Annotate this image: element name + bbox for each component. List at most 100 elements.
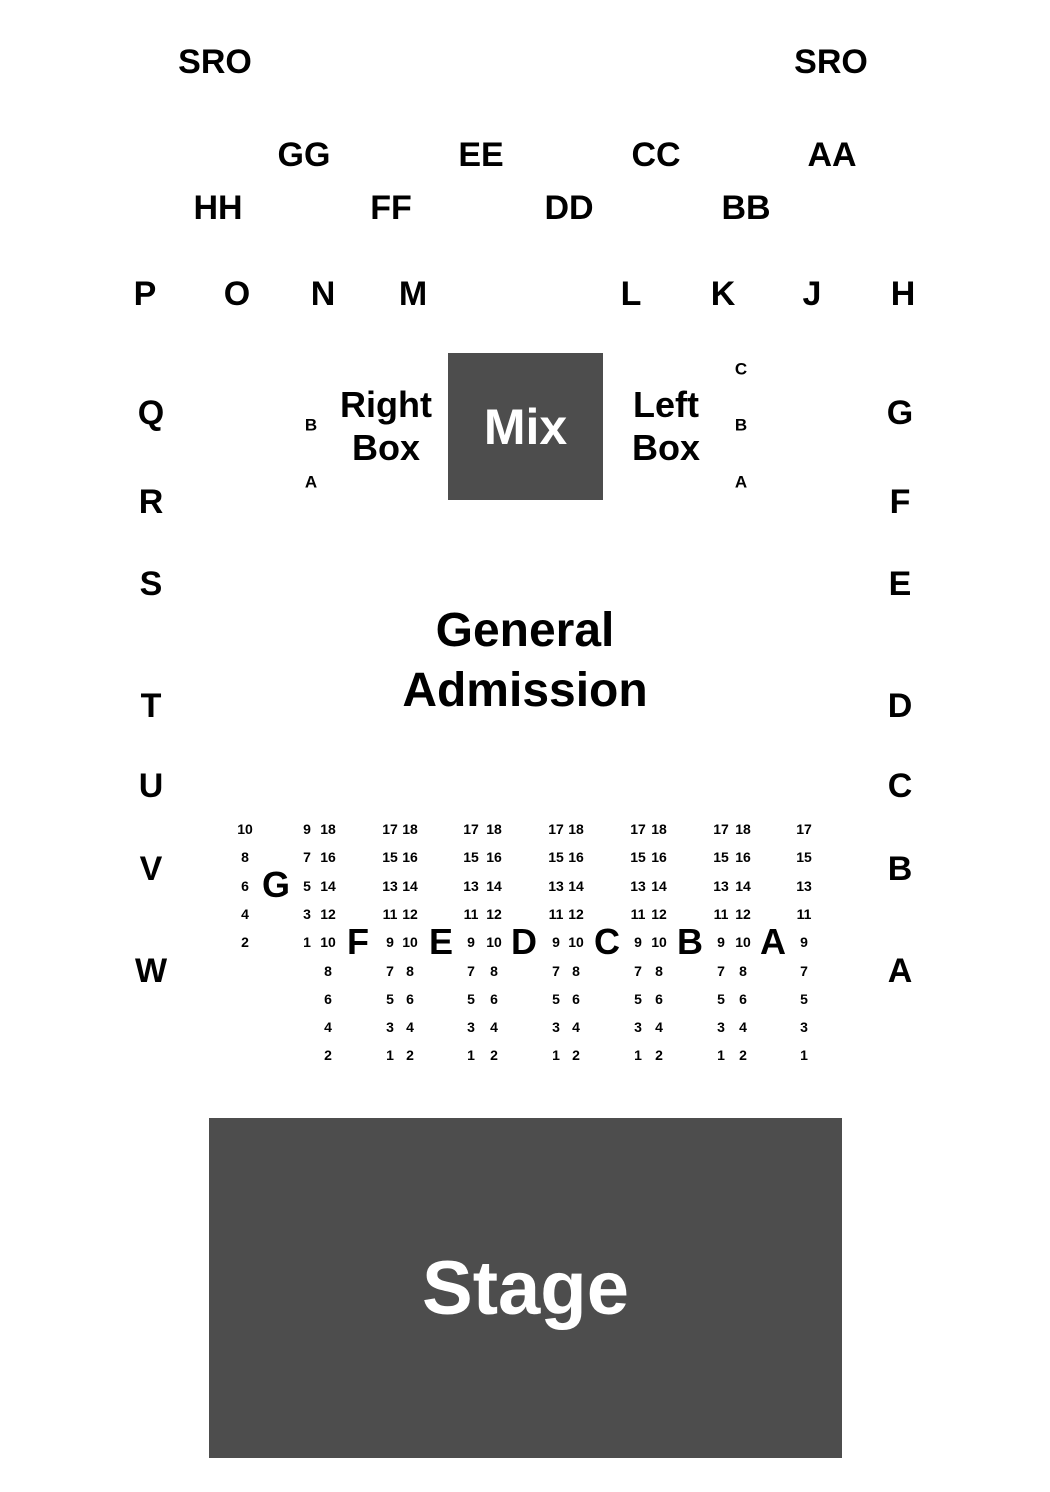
seat-d-odd-number[interactable]: 1 <box>467 1047 475 1064</box>
left-box-row-b[interactable]: B <box>734 415 748 435</box>
section-sro-right[interactable]: SRO <box>794 43 868 81</box>
seat-a-right-number[interactable]: 15 <box>796 849 812 866</box>
seat-f-number[interactable]: 16 <box>320 849 336 866</box>
seat-a-even-number[interactable]: 10 <box>735 934 751 951</box>
seat-a-even-number[interactable]: 6 <box>739 990 747 1007</box>
seat-d-even-number[interactable]: 14 <box>486 877 502 894</box>
seat-a-even-number[interactable]: 18 <box>735 821 751 837</box>
seat-d-odd-number[interactable]: 17 <box>463 821 479 837</box>
section-t[interactable]: T <box>140 687 162 725</box>
seat-a-even-number[interactable]: 8 <box>739 962 747 979</box>
seat-g-outer-number[interactable]: 2 <box>241 934 249 951</box>
seat-c-even-number[interactable]: 6 <box>572 990 580 1007</box>
section-l[interactable]: L <box>620 275 642 313</box>
floor-section-f[interactable]: F <box>347 921 369 962</box>
seat-e-even-number[interactable]: 18 <box>402 821 418 837</box>
seat-e-odd-number[interactable]: 9 <box>386 934 394 951</box>
section-b[interactable]: B <box>887 850 913 888</box>
floor-section-e[interactable]: E <box>428 921 454 962</box>
seat-a-odd-number[interactable]: 1 <box>717 1047 725 1064</box>
right-box-row-a[interactable]: A <box>304 472 318 492</box>
section-h[interactable]: H <box>890 275 916 313</box>
section-dd[interactable]: DD <box>544 189 594 227</box>
seat-c-even-number[interactable]: 10 <box>568 934 584 951</box>
seat-e-even-number[interactable]: 10 <box>402 934 418 951</box>
seat-c-odd-number[interactable]: 3 <box>552 1019 560 1036</box>
seat-c-odd-number[interactable]: 1 <box>552 1047 560 1064</box>
seat-a-right-number[interactable]: 9 <box>800 934 808 951</box>
section-hh[interactable]: HH <box>193 189 243 227</box>
seat-g-inner-number[interactable]: 3 <box>303 905 311 922</box>
seat-d-even-number[interactable]: 10 <box>486 934 502 951</box>
seat-g-outer-number[interactable]: 4 <box>241 905 249 922</box>
seat-a-even-number[interactable]: 2 <box>739 1047 747 1064</box>
seat-a-odd-number[interactable]: 7 <box>717 962 725 979</box>
seat-d-even-number[interactable]: 18 <box>486 821 502 837</box>
seat-d-even-number[interactable]: 16 <box>486 849 502 866</box>
seat-b-even-number[interactable]: 14 <box>651 877 667 894</box>
seat-b-even-number[interactable]: 8 <box>655 962 663 979</box>
seat-b-even-number[interactable]: 10 <box>651 934 667 951</box>
seat-f-number[interactable]: 12 <box>320 905 336 922</box>
seat-a-right-number[interactable]: 1 <box>800 1047 808 1064</box>
seat-e-odd-number[interactable]: 11 <box>382 905 398 922</box>
seat-d-even-number[interactable]: 4 <box>490 1019 498 1036</box>
seat-a-odd-number[interactable]: 3 <box>717 1019 725 1036</box>
section-gg[interactable]: GG <box>277 136 331 174</box>
seat-b-even-number[interactable]: 4 <box>655 1019 663 1036</box>
seat-d-odd-number[interactable]: 3 <box>467 1019 475 1036</box>
seat-a-odd-number[interactable]: 17 <box>713 821 729 837</box>
floor-section-g[interactable]: G <box>261 864 291 905</box>
section-k[interactable]: K <box>710 275 736 313</box>
seat-e-even-number[interactable]: 16 <box>402 849 418 866</box>
seat-e-even-number[interactable]: 8 <box>406 962 414 979</box>
section-s[interactable]: S <box>139 565 163 603</box>
seat-c-even-number[interactable]: 14 <box>568 877 584 894</box>
seat-c-odd-number[interactable]: 9 <box>552 934 560 951</box>
seat-g-outer-number[interactable]: 10 <box>237 821 253 837</box>
seat-c-even-number[interactable]: 12 <box>568 905 584 922</box>
seat-b-odd-number[interactable]: 11 <box>630 905 646 922</box>
section-c[interactable]: C <box>887 767 913 805</box>
section-cc[interactable]: CC <box>631 136 681 174</box>
seat-a-right-number[interactable]: 3 <box>800 1019 808 1036</box>
seat-d-even-number[interactable]: 2 <box>490 1047 498 1064</box>
seat-e-odd-number[interactable]: 3 <box>386 1019 394 1036</box>
seat-a-even-number[interactable]: 14 <box>735 877 751 894</box>
seat-d-odd-number[interactable]: 15 <box>463 849 479 866</box>
seat-e-odd-number[interactable]: 1 <box>386 1047 394 1064</box>
seat-c-even-number[interactable]: 8 <box>572 962 580 979</box>
section-n[interactable]: N <box>310 275 336 313</box>
section-g[interactable]: G <box>886 394 914 432</box>
left-box-row-c[interactable]: C <box>734 359 748 379</box>
seat-f-number[interactable]: 2 <box>324 1047 332 1064</box>
seat-c-even-number[interactable]: 18 <box>568 821 584 837</box>
floor-section-a[interactable]: A <box>760 921 786 962</box>
seat-c-odd-number[interactable]: 5 <box>552 990 560 1007</box>
seat-f-number[interactable]: 10 <box>320 934 336 951</box>
seat-b-even-number[interactable]: 2 <box>655 1047 663 1064</box>
seat-f-number[interactable]: 8 <box>324 962 332 979</box>
seat-e-even-number[interactable]: 4 <box>406 1019 414 1036</box>
seat-f-number[interactable]: 4 <box>324 1019 332 1036</box>
seat-a-right-number[interactable]: 11 <box>796 905 812 922</box>
seat-e-even-number[interactable]: 12 <box>402 905 418 922</box>
seat-b-even-number[interactable]: 6 <box>655 990 663 1007</box>
seat-a-odd-number[interactable]: 13 <box>713 877 729 894</box>
floor-section-d[interactable]: D <box>511 921 537 962</box>
section-ee[interactable]: EE <box>458 136 504 174</box>
right-box-label[interactable]: Right Box <box>340 383 432 469</box>
seat-e-odd-number[interactable]: 13 <box>382 877 398 894</box>
seat-a-even-number[interactable]: 12 <box>735 905 751 922</box>
seat-c-odd-number[interactable]: 13 <box>548 877 564 894</box>
seat-e-even-number[interactable]: 6 <box>406 990 414 1007</box>
seat-d-odd-number[interactable]: 5 <box>467 990 475 1007</box>
seat-e-even-number[interactable]: 14 <box>402 877 418 894</box>
section-sro-left[interactable]: SRO <box>178 43 252 81</box>
seat-a-even-number[interactable]: 4 <box>739 1019 747 1036</box>
seat-a-right-number[interactable]: 13 <box>796 877 812 894</box>
seat-a-odd-number[interactable]: 9 <box>717 934 725 951</box>
section-aa[interactable]: AA <box>807 136 857 174</box>
seat-a-odd-number[interactable]: 5 <box>717 990 725 1007</box>
section-w[interactable]: W <box>134 952 168 990</box>
